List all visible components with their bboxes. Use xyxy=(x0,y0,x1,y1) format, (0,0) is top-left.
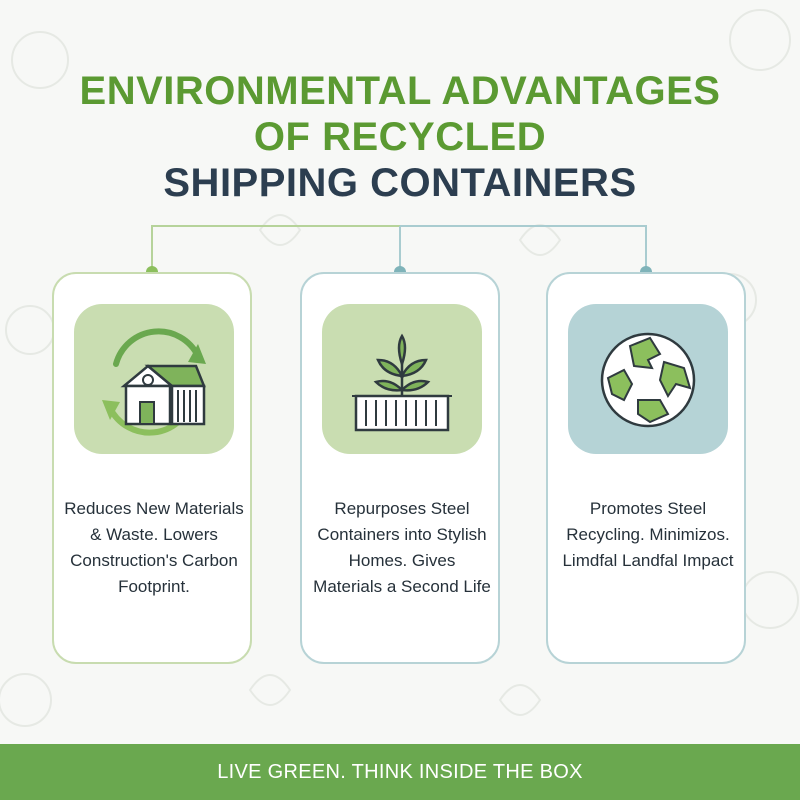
footer-banner: LIVE GREEN. THINK INSIDE THE BOX xyxy=(0,744,800,800)
benefit-card-recycling: Promotes Steel Recycling. Minimizos. Lim… xyxy=(546,272,746,664)
benefit-card-materials: Reduces New Materials & Waste. Lowers Co… xyxy=(52,272,252,664)
footer-tagline: LIVE GREEN. THINK INSIDE THE BOX xyxy=(217,761,583,783)
benefit-text: Repurposes Steel Containers into Stylish… xyxy=(313,499,491,596)
title-line-2: OF RECYCLED xyxy=(253,115,547,159)
benefit-text: Promotes Steel Recycling. Minimizos. Lim… xyxy=(562,499,734,570)
title-line-1: ENVIRONMENTAL ADVANTAGES xyxy=(79,69,721,113)
icon-tile xyxy=(568,304,728,454)
recycle-globe-icon xyxy=(600,332,696,428)
container-plant-icon xyxy=(352,333,452,432)
benefit-text: Reduces New Materials & Waste. Lowers Co… xyxy=(64,499,244,596)
house-recycle-icon xyxy=(102,328,206,436)
icon-tile xyxy=(74,304,234,454)
benefit-card-repurpose: Repurposes Steel Containers into Stylish… xyxy=(300,272,500,664)
page-title: ENVIRONMENTAL ADVANTAGES OF RECYCLED SHI… xyxy=(0,68,800,206)
title-line-3: SHIPPING CONTAINERS xyxy=(163,161,637,205)
icon-tile xyxy=(322,304,482,454)
